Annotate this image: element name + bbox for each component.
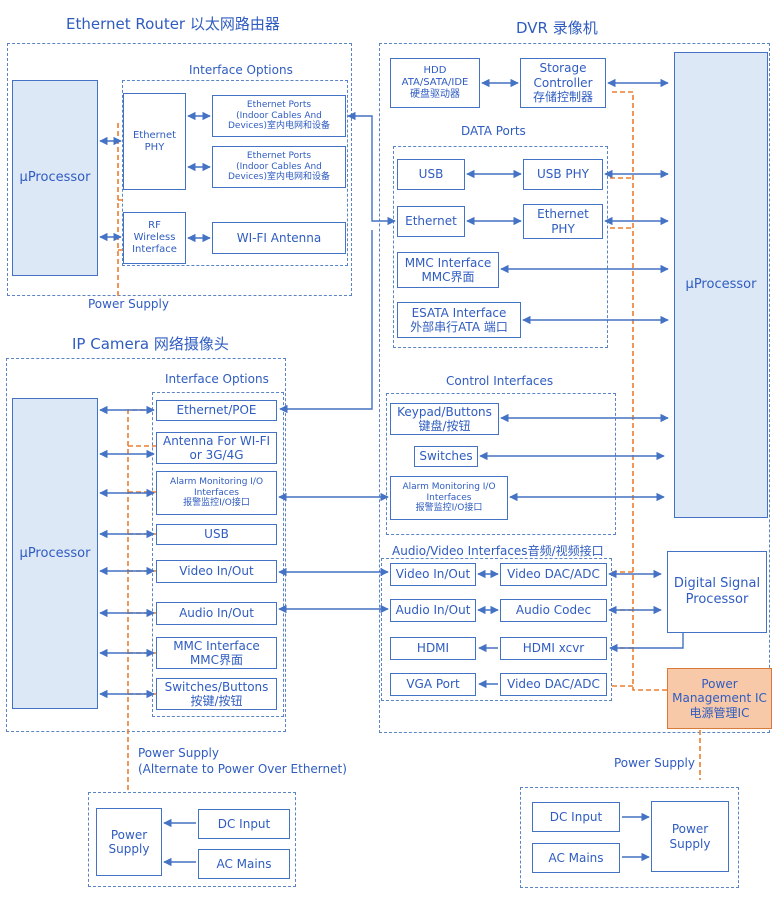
router-ethernet-ports-2: Ethernet Ports (Indoor Cables And Device… [212,146,346,188]
dvr-psu-dc-input: DC Input [532,802,620,832]
dvr-audio-in-out: Audio In/Out [390,599,476,622]
router-wifi-antenna: WI-FI Antenna [212,222,346,254]
camera-ethernet-poe: Ethernet/POE [156,400,277,421]
dvr-av-interfaces-label: Audio/Video Interfaces音频/视频接口 [392,544,604,558]
dvr-audio-codec: Audio Codec [500,599,607,622]
dvr-psu-frame [520,787,739,888]
dvr-video-dac-adc-2: Video DAC/ADC [500,673,607,696]
dvr-video-in-out: Video In/Out [390,563,476,586]
power-distribution-lines [117,91,701,790]
camera-alarm-monitoring: Alarm Monitoring I/O Interfaces 报警监控I/O接… [156,471,277,515]
router-ethernet-ports-1: Ethernet Ports (Indoor Cables And Device… [212,95,346,137]
signal-lines [99,78,684,867]
router-title: Ethernet Router 以太网路由器 [66,15,280,33]
dvr-vga-port: VGA Port [390,673,476,696]
camera-audio-in-out: Audio In/Out [156,602,277,625]
router-interface-options-label: Interface Options [189,63,293,77]
dvr-digital-signal-processor: Digital Signal Processor [667,551,767,633]
dvr-psu-power-supply: Power Supply [651,801,729,872]
dvr-ethernet: Ethernet [397,206,465,237]
camera-psu-power-supply: Power Supply [96,808,162,876]
router-ethernet-phy: Ethernet PHY [123,93,186,190]
camera-processor: µProcessor [12,398,98,709]
dvr-hdd: HDD ATA/SATA/IDE 硬盘驱动器 [390,58,480,108]
dvr-data-ports-label: DATA Ports [461,124,526,138]
dvr-usb: USB [397,159,465,190]
dvr-psu-ac-mains: AC Mains [532,843,620,873]
dvr-hdmi-xcvr: HDMI xcvr [500,637,607,660]
dvr-processor: µProcessor [674,52,768,518]
camera-power-supply-label: Power Supply (Alternate to Power Over Et… [138,746,347,777]
dvr-switches: Switches [414,446,478,467]
dvr-power-supply-label: Power Supply [614,756,695,770]
dvr-control-interfaces-label: Control Interfaces [446,374,554,388]
camera-psu-frame [88,792,296,887]
camera-switches-buttons: Switches/Buttons 按键/按钮 [156,678,277,710]
dvr-usb-phy: USB PHY [523,159,603,190]
dvr-ethernet-phy: Ethernet PHY [523,204,603,239]
camera-video-in-out: Video In/Out [156,560,277,583]
camera-interface-frame [152,392,284,717]
dvr-frame [379,43,770,733]
dvr-hdmi: HDMI [390,637,476,660]
router-power-supply-label: Power Supply [88,297,169,311]
camera-usb: USB [156,524,277,545]
dvr-video-dac-adc-1: Video DAC/ADC [500,563,607,586]
camera-title: IP Camera 网络摄像头 [72,335,229,353]
camera-interface-options-label: Interface Options [165,372,269,386]
dvr-data-ports-frame [393,146,608,348]
dvr-power-management-ic: Power Management IC 电源管理IC [667,668,772,729]
router-processor: µProcessor [12,80,98,276]
camera-psu-dc-input: DC Input [198,809,290,839]
camera-frame [6,358,286,732]
camera-psu-ac-mains: AC Mains [198,849,290,879]
dvr-esata-interface: ESATA Interface 外部串行ATA 端口 [397,302,521,338]
dvr-storage-controller: Storage Controller 存储控制器 [520,58,606,108]
dvr-control-frame [386,393,616,535]
camera-mmc-interface: MMC Interface MMC界面 [156,637,277,669]
dvr-title: DVR 录像机 [516,19,598,37]
dvr-alarm-monitoring: Alarm Monitoring I/O Interfaces 报警监控I/O接… [390,476,508,520]
camera-antenna: Antenna For WI-FI or 3G/4G [156,432,277,464]
dvr-av-frame [381,558,612,701]
dvr-mmc-interface: MMC Interface MMC界面 [397,252,499,288]
dvr-keypad-buttons: Keypad/Buttons 键盘/按钮 [390,403,499,435]
router-rf-wireless-interface: RF Wireless Interface [123,212,186,264]
